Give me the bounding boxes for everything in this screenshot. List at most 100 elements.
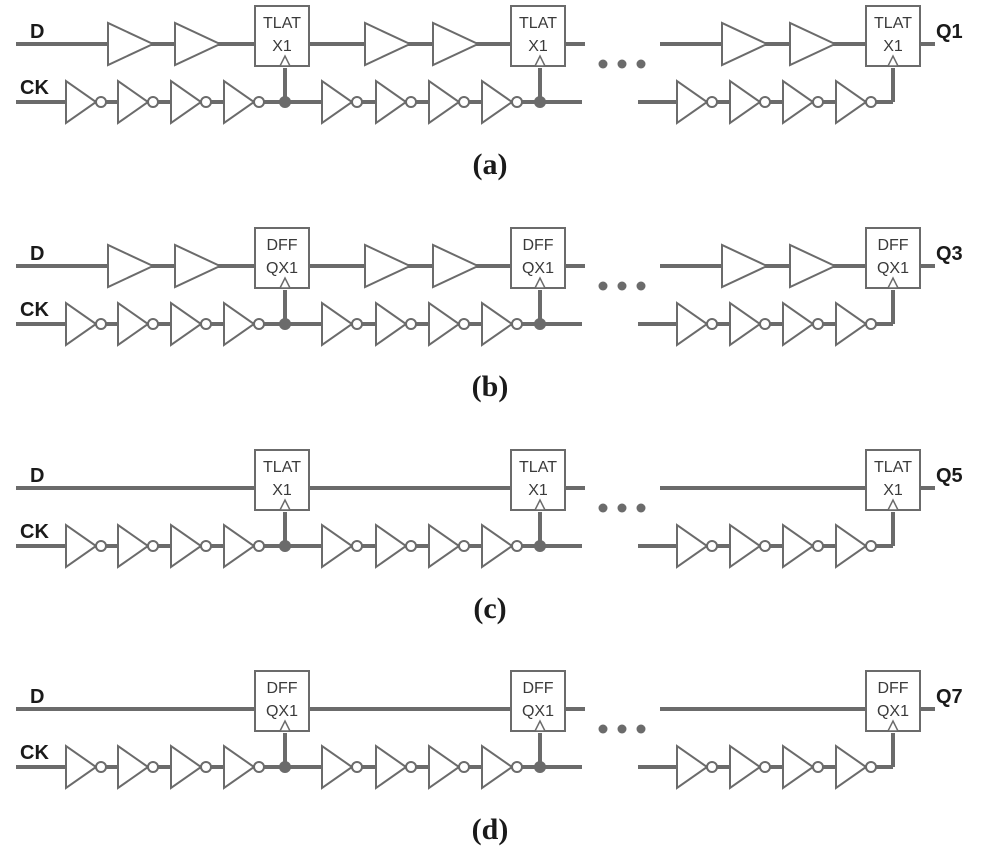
inverter-bubble <box>95 96 107 108</box>
inverter-bubble <box>706 761 718 773</box>
inverter-gate <box>729 523 762 569</box>
inverter-gate <box>782 744 815 790</box>
panel-caption: (b) <box>472 370 509 403</box>
ck-input-label: CK <box>20 77 49 99</box>
ellipsis-dot <box>598 724 608 734</box>
inverter-bubble <box>147 761 159 773</box>
inverter-gate <box>835 301 868 347</box>
cell-type-label: DFF <box>266 237 297 254</box>
inverter-bubble <box>759 540 771 552</box>
buffer-gate <box>174 243 223 289</box>
cell-type-label: TLAT <box>519 459 557 476</box>
inverter-bubble <box>458 96 470 108</box>
inverter-bubble <box>405 318 417 330</box>
inverter-gate <box>676 744 709 790</box>
inverter-gate <box>321 301 354 347</box>
clock-input-triangle <box>278 719 292 732</box>
buffer-gate <box>721 243 770 289</box>
inverter-gate <box>65 523 98 569</box>
inverter-bubble <box>351 761 363 773</box>
inverter-gate <box>223 301 256 347</box>
buffer-gate <box>364 243 413 289</box>
inverter-bubble <box>458 318 470 330</box>
cell-drive-label: QX1 <box>522 260 554 277</box>
cell-type-label: TLAT <box>263 15 301 32</box>
inverter-gate <box>428 744 461 790</box>
buffer-gate <box>364 21 413 67</box>
clock-input-triangle <box>886 276 900 289</box>
clock-input-triangle <box>278 498 292 511</box>
inverter-bubble <box>812 318 824 330</box>
cell-type-label: TLAT <box>874 15 912 32</box>
inverter-gate <box>729 301 762 347</box>
buffer-gate <box>432 243 481 289</box>
inverter-gate <box>428 79 461 125</box>
junction-dot <box>534 540 546 552</box>
inverter-bubble <box>865 318 877 330</box>
cell-box <box>254 449 310 511</box>
inverter-bubble <box>812 540 824 552</box>
inverter-bubble <box>351 540 363 552</box>
ellipsis-dot <box>598 281 608 291</box>
inverter-bubble <box>511 96 523 108</box>
inverter-gate <box>375 523 408 569</box>
inverter-gate <box>170 523 203 569</box>
clock-input-triangle <box>533 498 547 511</box>
inverter-gate <box>321 523 354 569</box>
buffer-gate <box>721 21 770 67</box>
inverter-gate <box>481 523 514 569</box>
ellipsis-dot <box>617 59 627 69</box>
junction-dot <box>279 540 291 552</box>
inverter-bubble <box>200 96 212 108</box>
clock-input-triangle <box>278 54 292 67</box>
inverter-bubble <box>759 761 771 773</box>
inverter-gate <box>117 79 150 125</box>
inverter-gate <box>481 79 514 125</box>
clock-input-triangle <box>886 719 900 732</box>
d-input-label: D <box>30 21 44 43</box>
cell-box <box>254 5 310 67</box>
inverter-bubble <box>95 318 107 330</box>
buffer-gate <box>432 21 481 67</box>
inverter-bubble <box>511 318 523 330</box>
ellipsis-dot <box>636 281 646 291</box>
inverter-bubble <box>706 540 718 552</box>
inverter-gate <box>170 79 203 125</box>
inverter-bubble <box>200 540 212 552</box>
panel-caption: (a) <box>473 148 508 181</box>
inverter-bubble <box>865 761 877 773</box>
clock-input-triangle <box>278 276 292 289</box>
cell-type-label: DFF <box>522 680 553 697</box>
d-input-label: D <box>30 686 44 708</box>
inverter-gate <box>835 744 868 790</box>
inverter-bubble <box>147 540 159 552</box>
cell-drive-label: X1 <box>883 38 903 55</box>
inverter-gate <box>676 301 709 347</box>
inverter-bubble <box>759 318 771 330</box>
inverter-bubble <box>812 96 824 108</box>
inverter-bubble <box>458 761 470 773</box>
inverter-bubble <box>458 540 470 552</box>
inverter-gate <box>481 301 514 347</box>
cell-type-label: TLAT <box>874 459 912 476</box>
buffer-gate <box>789 243 838 289</box>
inverter-gate <box>375 744 408 790</box>
inverter-gate <box>65 79 98 125</box>
inverter-bubble <box>759 96 771 108</box>
ck-input-label: CK <box>20 299 49 321</box>
ellipsis-dot <box>617 281 627 291</box>
q-output-label: Q3 <box>936 243 963 265</box>
q-output-label: Q5 <box>936 465 963 487</box>
inverter-bubble <box>147 96 159 108</box>
inverter-bubble <box>865 540 877 552</box>
inverter-gate <box>729 79 762 125</box>
